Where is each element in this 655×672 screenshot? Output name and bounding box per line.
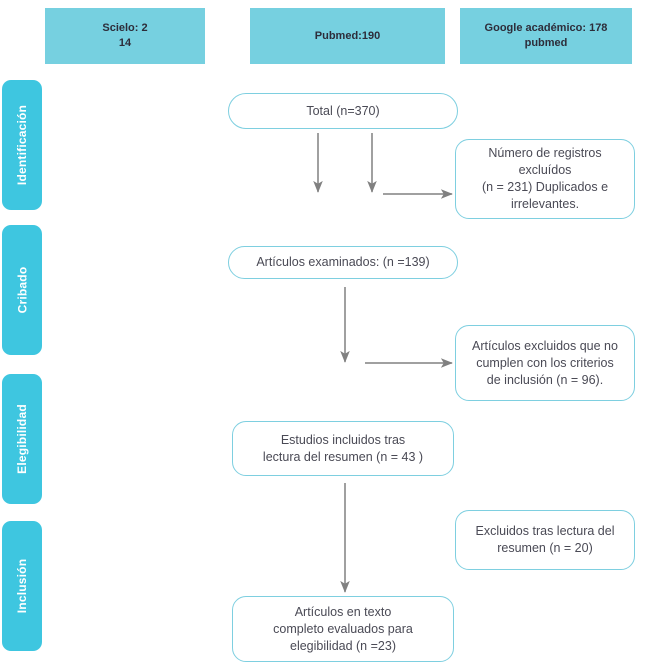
node-articles-screened: Artículos examinados: (n =139) <box>228 246 458 279</box>
stage-tab-cribado: Cribado <box>2 225 42 355</box>
source-box-pubmed: Pubmed:190 <box>250 8 445 64</box>
node-excluded-duplicates: Número de registros excluídos (n = 231) … <box>455 139 635 219</box>
stage-tab-label: Inclusión <box>15 558 30 614</box>
node-studies-included-abstract: Estudios incluidos tras lectura del resu… <box>232 421 454 476</box>
source-box-google-academico: Google académico: 178 pubmed <box>460 8 632 64</box>
node-total-records: Total (n=370) <box>228 93 458 129</box>
node-fulltext-assessed: Artículos en texto completo evaluados pa… <box>232 596 454 662</box>
stage-tab-label: Cribado <box>15 266 30 314</box>
stage-tab-elegibilidad: Elegibilidad <box>2 374 42 504</box>
stage-tab-label: Identificación <box>15 104 29 186</box>
source-box-scielo: Scielo: 2 14 <box>45 8 205 64</box>
stage-tab-inclusion: Inclusión <box>2 521 42 651</box>
node-excluded-criteria: Artículos excluidos que no cumplen con l… <box>455 325 635 401</box>
stage-tab-identificacion: Identificación <box>2 80 42 210</box>
node-excluded-abstract: Excluidos tras lectura del resumen (n = … <box>455 510 635 570</box>
stage-tab-label: Elegibilidad <box>15 404 29 474</box>
